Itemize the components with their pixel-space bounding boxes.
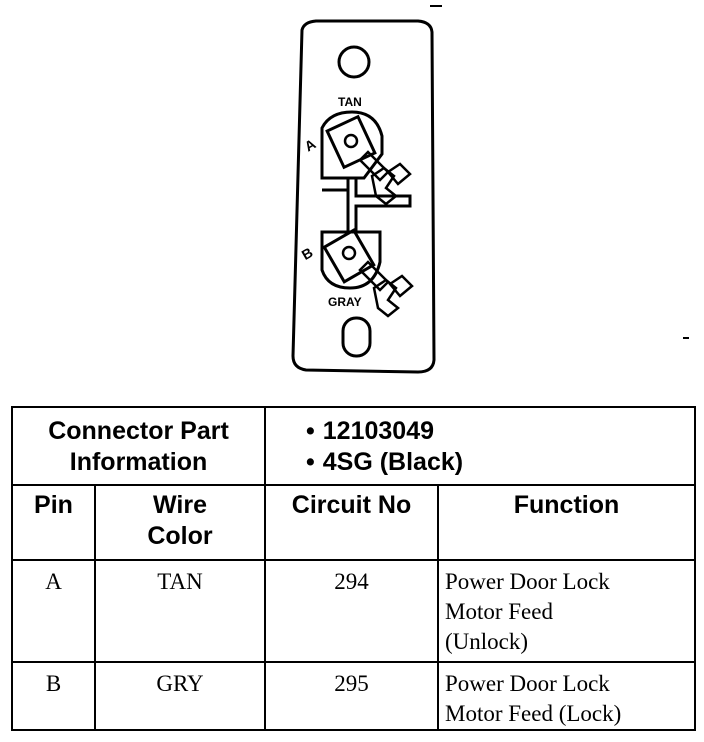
table-header-row: Pin Wire Color Circuit No Function <box>11 484 697 561</box>
row-b-function-line1: Power Door Lock <box>445 671 610 696</box>
header-function: Function <box>436 484 697 561</box>
terminal-a-wire-label: TAN <box>338 95 362 109</box>
mounting-hole-top <box>337 45 371 79</box>
row-b-wire-color: GRY <box>94 661 266 731</box>
row-a-function-line1: Power Door Lock <box>445 569 610 594</box>
connector-description: 4SG (Black) <box>266 447 694 478</box>
terminal-b <box>320 228 414 318</box>
connector-info-label: Connector Part Information <box>11 406 266 486</box>
header-wire-color-line1: Wire <box>153 491 207 519</box>
header-wire-color-line2: Color <box>147 522 213 550</box>
row-a-wire-color: TAN <box>94 559 266 663</box>
connector-part-number: 12103049 <box>266 416 694 447</box>
connector-info-label-line2: Information <box>69 448 208 476</box>
connector-info-values: 12103049 4SG (Black) <box>263 406 697 486</box>
table-row: A TAN 294 Power Door Lock Motor Feed (Un… <box>11 559 697 663</box>
row-a-pin: A <box>11 559 96 663</box>
header-pin-label: Pin <box>34 491 73 519</box>
terminal-b-wire-label: GRAY <box>328 295 362 309</box>
connector-info-row: Connector Part Information 12103049 4SG … <box>11 406 697 486</box>
row-b-circuit: 295 <box>264 661 439 731</box>
terminal-bus-strap <box>322 178 412 232</box>
terminal-a-pin-label: A <box>302 136 319 155</box>
connector-body <box>291 19 436 374</box>
connector-info-label-line1: Connector Part <box>48 417 229 445</box>
row-b-function: Power Door Lock Motor Feed (Lock) <box>436 661 697 731</box>
row-a-function-line2: Motor Feed <box>445 599 553 624</box>
row-b-function-line2: Motor Feed (Lock) <box>445 701 622 726</box>
row-a-function: Power Door Lock Motor Feed (Unlock) <box>436 559 697 663</box>
header-wire-color: Wire Color <box>94 484 266 561</box>
mounting-hole-bottom <box>341 316 372 358</box>
connector-info-table: Connector Part Information 12103049 4SG … <box>11 406 697 731</box>
header-pin: Pin <box>11 484 96 561</box>
header-function-label: Function <box>513 491 620 519</box>
row-a-function-line3: (Unlock) <box>445 629 529 654</box>
row-b-pin: B <box>11 661 96 731</box>
row-a-circuit: 294 <box>264 559 439 663</box>
header-circuit-no-label: Circuit No <box>291 491 412 519</box>
connector-diagram: TAN A B GRAY <box>291 5 689 374</box>
header-circuit-no: Circuit No <box>264 484 439 561</box>
table-row: B GRY 295 Power Door Lock Motor Feed (Lo… <box>11 661 697 731</box>
terminal-b-pin-label: B <box>299 244 316 263</box>
